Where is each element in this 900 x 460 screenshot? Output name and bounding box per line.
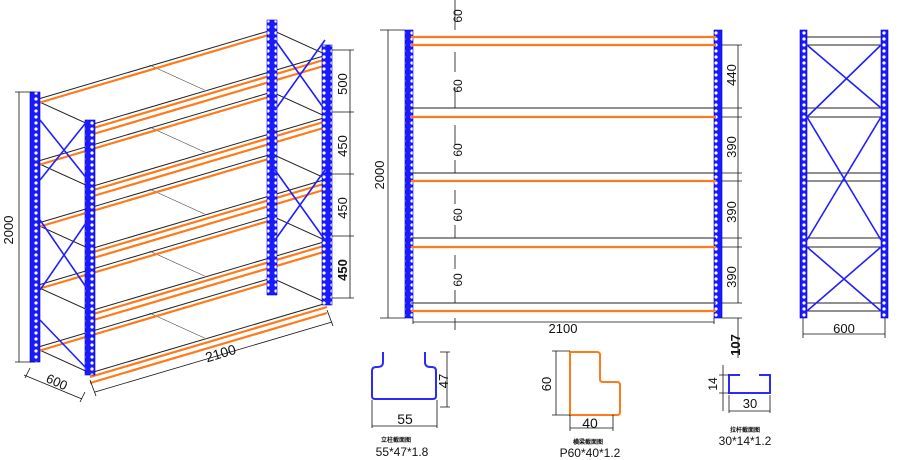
beam-height-label: 60: [451, 143, 465, 157]
front-length-label: 2100: [549, 321, 578, 336]
left-upright: [404, 29, 414, 319]
brace-height-label: 14: [706, 377, 720, 391]
iso-level-labels: 500 450 450 450: [335, 73, 350, 281]
panel-joint: [149, 250, 205, 277]
brace-section: 14 30 拉杆截面图 30*14*1.2: [706, 365, 772, 448]
iso-level-label: 450: [335, 259, 350, 281]
front-beam: [89, 249, 328, 323]
beam-height-label: 60: [451, 208, 465, 222]
upright-width-label: 55: [397, 411, 413, 427]
brace-section-title: 拉杆截面图: [730, 426, 760, 434]
panel-joint: [149, 64, 205, 91]
rear-right-upright: [266, 19, 278, 296]
side-braces: [39, 39, 326, 371]
upright-section-title: 立柱截面图: [381, 436, 411, 444]
upright-section-spec: 55*47*1.8: [376, 445, 429, 459]
rear-beam: [34, 32, 273, 106]
height-dimension: [380, 29, 405, 319]
side-depth-label: 600: [833, 321, 855, 336]
isometric-view: [15, 19, 354, 403]
front-beam: [89, 119, 328, 193]
brace-width-label: 30: [743, 396, 757, 411]
right-upright: [713, 29, 723, 319]
front-beam: [89, 305, 328, 379]
level-dimension-lines: [722, 44, 742, 358]
length-dimension: [89, 309, 334, 397]
iso-depth-label: 600: [44, 371, 70, 394]
brace-section-spec: 30*14*1.2: [719, 434, 772, 448]
rear-beam: [34, 156, 273, 230]
beam-section-title: 横梁截面图: [573, 438, 603, 446]
iso-height-label: 2000: [1, 216, 16, 245]
cross-brace: [806, 44, 882, 312]
front-beam: [89, 181, 328, 255]
front-level-label: 440: [724, 64, 739, 86]
beam-height-labels: 60 60 60 60 60: [451, 9, 465, 287]
front-level-label: 390: [724, 136, 739, 158]
depth-dimension: [802, 318, 886, 338]
front-beam: [89, 311, 328, 385]
iso-level-label: 450: [335, 197, 350, 219]
panel-joint: [149, 188, 205, 215]
panel-joint: [149, 126, 205, 153]
beam-section-spec: P60*40*1.2: [560, 446, 621, 460]
upright-height-label: 47: [436, 374, 451, 388]
front-beam: [89, 63, 328, 137]
rear-beam: [34, 218, 273, 292]
iso-level-label: 450: [335, 135, 350, 157]
upright-section: 47 55 立柱截面图 55*47*1.8: [371, 351, 451, 459]
rear-beam: [34, 280, 273, 354]
front-bottom-label: 107: [728, 334, 743, 356]
front-left-upright: [84, 119, 96, 376]
rear-left-upright: [29, 91, 41, 363]
iso-level-label: 500: [335, 73, 350, 95]
side-upright: [799, 29, 808, 319]
front-beam: [89, 125, 328, 199]
rear-beam: [34, 94, 273, 168]
iso-length-label: 2100: [203, 341, 238, 365]
panel-joint: [149, 312, 205, 339]
depth-dimension: [23, 367, 86, 403]
side-view: [799, 29, 889, 338]
front-level-labels: 440 390 390 390: [724, 64, 739, 288]
front-height-label: 2000: [372, 161, 387, 190]
front-level-label: 390: [724, 201, 739, 223]
height-dimension: [15, 91, 35, 363]
front-beam: [89, 187, 328, 261]
front-level-label: 390: [724, 266, 739, 288]
beam-height-label: 60: [539, 377, 554, 391]
level-dimension: [332, 49, 354, 299]
front-view: [380, 0, 742, 358]
beam-height-label: 60: [451, 79, 465, 93]
front-beam: [89, 243, 328, 317]
beam-height-label: 60: [451, 9, 465, 23]
front-beam: [89, 57, 328, 131]
side-upright: [880, 29, 889, 319]
length-dimension: [412, 318, 715, 324]
beam-section: 60 40 横梁截面图 P60*40*1.2: [539, 350, 621, 460]
front-right-upright: [321, 44, 333, 306]
beam-width-label: 40: [582, 415, 598, 431]
beam-height-label: 60: [451, 273, 465, 287]
